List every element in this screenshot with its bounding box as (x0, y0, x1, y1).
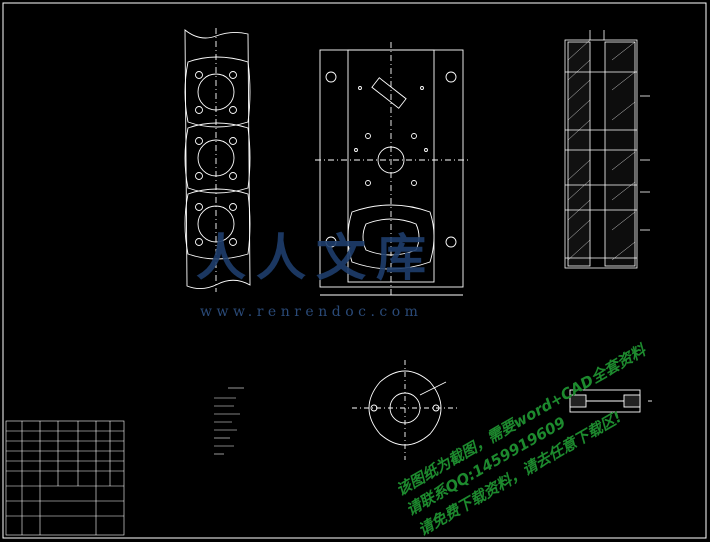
section-hatching (567, 39, 636, 261)
part-detail-view (352, 360, 458, 460)
die-section-view (564, 30, 650, 269)
strip-layout-view (184, 28, 251, 292)
watermark-logo: 人人文库 (196, 228, 436, 287)
title-block (5, 420, 125, 536)
part-section-view (569, 389, 652, 413)
watermark-site: www.renrendoc.com (200, 304, 423, 320)
technical-notes (214, 387, 244, 455)
die-plate-top-view (315, 42, 468, 296)
